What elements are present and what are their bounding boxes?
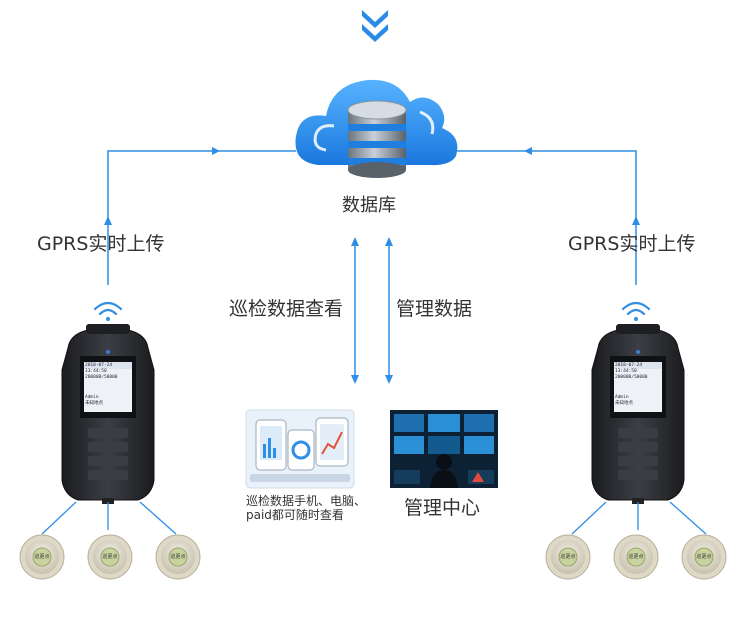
right-patrol-device-icon bbox=[591, 323, 685, 505]
screen-timestamp: 2018-07-24 13:44:50 bbox=[85, 363, 113, 374]
management-center-label: 管理中心 bbox=[404, 497, 481, 519]
right-wifi-signal-icon bbox=[621, 301, 651, 323]
mobile-view-caption-line1: 巡检数据手机、电脑、 bbox=[246, 494, 367, 508]
left-wifi-signal-icon bbox=[93, 301, 123, 323]
screen-count: 20000B/50000 bbox=[85, 375, 118, 380]
manage-data-label: 管理数据 bbox=[396, 298, 473, 320]
right-tag-connectors bbox=[571, 501, 707, 535]
left-upload-connector bbox=[104, 147, 296, 285]
database-label: 数据库 bbox=[342, 195, 396, 216]
view-data-arrow bbox=[351, 237, 359, 384]
screen-count: 20000B/50000 bbox=[615, 375, 648, 380]
screen-user: Admin bbox=[615, 395, 629, 400]
left-device-screen: 2018-07-24 13:44:50 20000B/50000 Admin 未… bbox=[85, 363, 131, 407]
database-cloud-icon bbox=[295, 79, 458, 178]
screen-status: 未知地点 bbox=[85, 401, 103, 406]
devices-phone-laptop-icon bbox=[245, 409, 355, 489]
screen-status: 未知地点 bbox=[615, 401, 633, 406]
left-gprs-upload-label: GPRS实时上传 bbox=[37, 233, 165, 255]
control-room-icon bbox=[390, 410, 498, 488]
screen-timestamp: 2018-07-24 13:44:50 bbox=[615, 363, 643, 374]
manage-data-arrow bbox=[385, 237, 393, 384]
left-patrol-device-icon bbox=[61, 323, 155, 505]
tag-label: 巡更点 bbox=[102, 554, 118, 560]
tag-label: 巡更点 bbox=[34, 554, 50, 560]
right-device-screen: 2018-07-24 13:44:50 20000B/50000 Admin 未… bbox=[615, 363, 661, 407]
right-upload-connector bbox=[456, 147, 640, 285]
double-chevron-down-icon bbox=[362, 10, 388, 42]
tag-label: 巡更点 bbox=[560, 554, 576, 560]
mobile-view-caption: 巡检数据手机、电脑、 paid都可随时查看 bbox=[246, 494, 366, 522]
mobile-view-caption-line2: paid都可随时查看 bbox=[246, 508, 344, 522]
tag-label: 巡更点 bbox=[696, 554, 712, 560]
screen-user: Admin bbox=[85, 395, 99, 400]
tag-label: 巡更点 bbox=[628, 554, 644, 560]
tag-label: 巡更点 bbox=[170, 554, 186, 560]
left-tag-connectors bbox=[41, 501, 177, 535]
right-gprs-upload-label: GPRS实时上传 bbox=[568, 233, 696, 255]
view-data-label: 巡检数据查看 bbox=[229, 298, 344, 320]
